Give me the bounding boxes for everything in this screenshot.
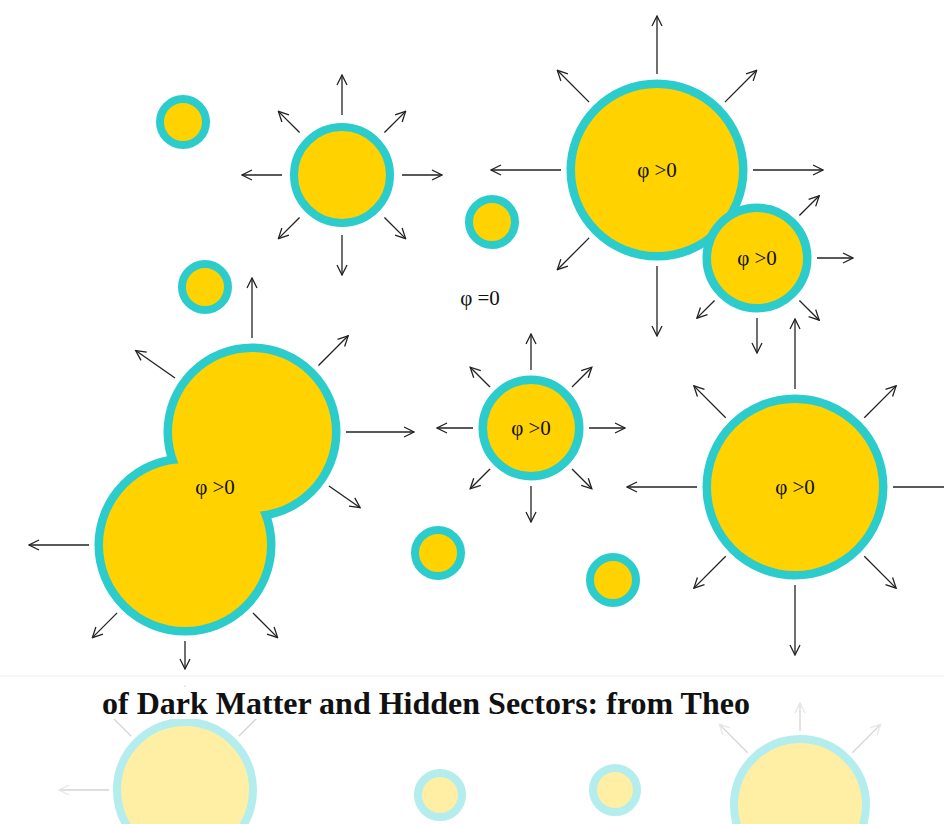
expansion-arrow <box>694 556 726 588</box>
small-bubble <box>160 99 206 145</box>
expansion-arrow <box>817 257 853 258</box>
bubble-wall <box>483 380 579 476</box>
bubble-interior <box>172 352 332 512</box>
expansion-arrow <box>136 351 175 379</box>
small-bubble <box>469 199 515 245</box>
expansion-arrow <box>656 266 657 336</box>
expansion-arrow <box>589 427 625 428</box>
small-bubble <box>294 127 390 223</box>
expansion-arrow <box>318 336 348 366</box>
bubble-interior <box>711 403 879 571</box>
expansion-arrow <box>242 174 282 175</box>
expansion-arrow <box>184 641 185 669</box>
expansion-arrow <box>29 544 89 545</box>
expansion-arrow <box>719 724 747 752</box>
expansion-arrow <box>864 386 896 418</box>
expansion-arrow <box>725 70 757 102</box>
bubble-region: φ >0 <box>701 202 813 314</box>
expansion-arrow <box>864 556 896 588</box>
expansion-arrow <box>557 70 589 102</box>
field-value: φ >0 <box>775 477 815 498</box>
expansion-arrow <box>92 613 117 638</box>
expansion-arrow <box>384 217 405 238</box>
expansion-arrow <box>530 334 531 370</box>
expansion-arrow <box>694 386 726 418</box>
faded-bubble <box>418 773 462 817</box>
expansion-arrow <box>656 16 657 74</box>
expansion-arrow <box>799 703 800 731</box>
expansion-arrow <box>697 300 715 318</box>
expansion-arrow <box>753 169 823 170</box>
expansion-arrow <box>470 469 490 489</box>
expansion-arrow <box>530 486 531 522</box>
bubble-wall <box>707 208 807 308</box>
expansion-arrow <box>470 367 490 387</box>
bubble-interior <box>487 384 575 472</box>
bubble-interior <box>103 463 267 627</box>
faded-bubble <box>117 722 253 824</box>
expansion-arrow <box>402 174 442 175</box>
expansion-arrow <box>893 486 944 487</box>
expansion-arrow <box>627 486 697 487</box>
expansion-arrow <box>278 111 299 132</box>
field-value: φ >0 <box>511 418 551 439</box>
expansion-arrow <box>329 486 360 508</box>
expansion-arrow <box>251 278 252 338</box>
expansion-arrow <box>852 724 880 752</box>
expansion-arrow <box>491 169 561 170</box>
expansion-arrow <box>278 217 299 238</box>
faded-repeat <box>59 686 881 824</box>
bubble-region: φ >0 <box>701 393 889 581</box>
expansion-arrow <box>799 300 819 320</box>
expansion-arrow <box>437 427 473 428</box>
expansion-arrow <box>384 111 405 132</box>
small-bubble <box>590 557 636 603</box>
expansion-arrow <box>799 196 819 216</box>
faded-bubble <box>734 739 866 824</box>
expansion-arrow <box>572 469 592 489</box>
faded-bubble <box>593 768 637 812</box>
expansion-arrows <box>29 16 944 669</box>
expansion-arrow <box>59 789 109 790</box>
bubble-interior <box>711 212 803 304</box>
caption-fragment: of Dark Matter and Hidden Sectors: from … <box>100 687 752 719</box>
expansion-arrow <box>756 318 757 353</box>
small-bubble <box>182 264 228 310</box>
bubble-region: φ >0 <box>93 342 342 637</box>
expansion-arrow <box>341 235 342 275</box>
field-value: φ >0 <box>637 160 677 181</box>
small-bubble <box>415 530 461 576</box>
field-value: φ >0 <box>195 477 235 498</box>
expansion-arrow <box>572 367 592 387</box>
band-edge <box>0 676 944 677</box>
bubble-region: φ >0 <box>477 374 585 482</box>
expansion-arrow <box>794 319 795 389</box>
expansion-arrow <box>557 238 589 270</box>
expansion-arrow <box>794 585 795 655</box>
expansion-arrow <box>341 75 342 115</box>
bubble-wall <box>707 399 883 575</box>
field-value: φ >0 <box>737 248 777 269</box>
expansion-arrow <box>253 613 278 638</box>
expansion-arrow <box>346 431 414 432</box>
field-value-label: φ =0 <box>460 288 500 309</box>
